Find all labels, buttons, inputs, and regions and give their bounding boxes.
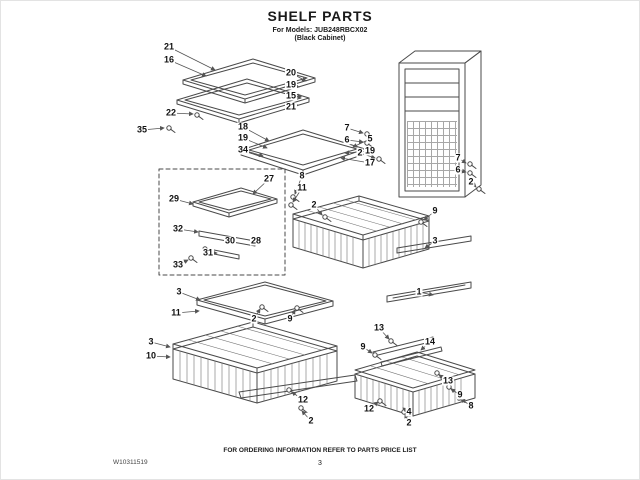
part-callout-6: 6 [343,134,351,145]
part-callout-5: 5 [366,133,374,144]
part-callout-18: 18 [236,121,250,132]
part-callout-9: 9 [431,205,439,216]
part-callout-21: 21 [162,41,176,52]
part-callout-12: 12 [296,394,310,405]
part-callout-16: 16 [162,54,176,65]
page-title: SHELF PARTS [267,8,373,24]
part-callout-7: 7 [454,152,462,163]
document-number: W10311519 [113,459,148,466]
leader-line [168,59,207,77]
part-callout-17: 17 [363,157,377,168]
part-callout-31: 31 [201,247,215,258]
part-callout-35: 35 [135,124,149,135]
part-callout-2: 2 [467,176,475,187]
part-callout-3: 3 [147,336,155,347]
part-callout-6: 6 [454,164,462,175]
part-callout-29: 29 [167,193,181,204]
part-callout-22: 22 [164,107,178,118]
part-callout-9: 9 [456,389,464,400]
part-callout-19: 19 [363,145,377,156]
upper-glass-shelf [182,58,316,104]
part-callout-11: 11 [296,182,308,193]
part-callout-28: 28 [249,235,263,246]
part-callout-2: 2 [356,147,364,158]
cabinet-line: (Black Cabinet) [294,35,346,43]
part-callout-32: 32 [171,223,185,234]
models-line: For Models: JUB248RBCX02 [272,27,368,35]
part-callout-15: 15 [284,90,298,101]
part-callout-19: 19 [236,132,250,143]
part-callout-2: 2 [307,415,315,426]
detail-inset-box [158,168,286,276]
part-callout-2: 2 [250,313,258,324]
part-callout-34: 34 [236,144,250,155]
page-number: 3 [318,460,322,467]
part-callout-20: 20 [284,67,298,78]
part-callout-19: 19 [284,79,298,90]
part-callout-12: 12 [362,403,376,414]
slide-rail-lower [386,281,472,303]
condenser-grid [407,121,457,187]
part-callout-3: 3 [175,286,183,297]
ordering-note: FOR ORDERING INFORMATION REFER TO PARTS … [223,447,417,454]
basket-front-rail [238,374,358,399]
small-wire-basket [354,351,476,417]
part-callout-8: 8 [298,170,306,181]
leader-line [168,46,216,71]
slide-rail-upper [396,235,472,254]
part-callout-9: 9 [286,313,294,324]
part-callout-2: 2 [310,199,318,210]
title-block: SHELF PARTS For Models: JUB248RBCX02 (Bl… [1,8,639,43]
part-callout-1: 1 [415,286,423,297]
part-callout-2: 2 [405,417,413,428]
part-callout-13: 13 [441,375,455,386]
part-callout-21: 21 [284,101,298,112]
part-callout-8: 8 [467,400,475,411]
part-callout-4: 4 [405,406,413,417]
part-callout-14: 14 [423,336,437,347]
part-callout-7: 7 [343,122,351,133]
part-callout-9: 9 [359,341,367,352]
part-callout-33: 33 [171,259,185,270]
part-callout-13: 13 [372,322,386,333]
part-callout-30: 30 [223,235,237,246]
large-wire-basket [172,321,338,404]
cabinet-outline [398,50,482,198]
part-callout-27: 27 [262,173,276,184]
part-callout-11: 11 [170,307,182,318]
part-callout-3: 3 [431,235,439,246]
part-callout-10: 10 [144,350,158,361]
